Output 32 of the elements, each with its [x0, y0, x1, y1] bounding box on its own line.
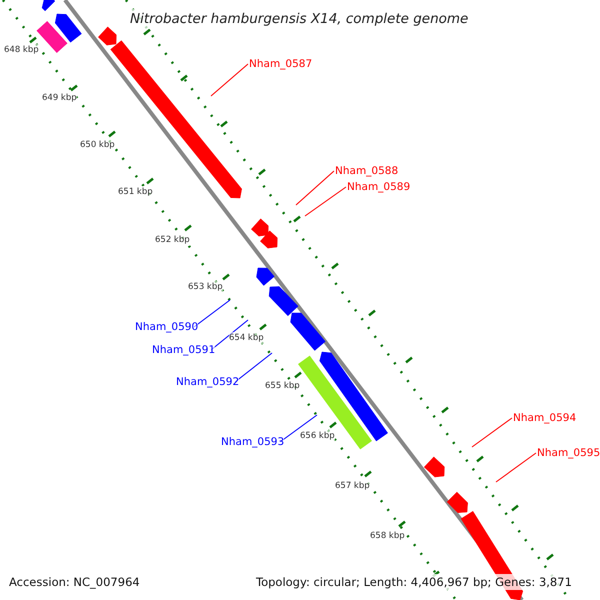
leader-line — [496, 452, 536, 482]
genome-info-text: Topology: circular; Length: 4,406,967 bp; Genes: 3,871 — [256, 574, 572, 590]
position-label: 656 kbp — [300, 430, 335, 442]
position-label: 652 kbp — [155, 234, 190, 246]
gene-label: Nham_0594 — [513, 410, 576, 426]
position-label: 650 kbp — [80, 139, 115, 151]
leader-line — [296, 170, 334, 206]
gene-label: Nham_0588 — [335, 163, 398, 179]
position-label: 649 kbp — [42, 92, 77, 104]
leader-line — [280, 414, 318, 442]
gene-label: Nham_0587 — [249, 56, 312, 72]
position-label: 653 kbp — [188, 281, 223, 293]
gene-label: Nham_0591 — [152, 342, 216, 358]
leader-line — [234, 352, 272, 382]
leader-line — [194, 300, 230, 328]
position-label: 655 kbp — [265, 380, 300, 392]
leader-line — [472, 418, 512, 448]
leader-line — [210, 320, 248, 350]
position-label: 657 kbp — [335, 480, 370, 492]
leader-line — [304, 186, 346, 216]
gene-label: Nham_0592 — [176, 374, 240, 390]
gene-label: Nham_0589 — [347, 179, 410, 195]
genome-info-text: Accession: NC_007964 — [9, 574, 140, 590]
position-label: 651 kbp — [118, 186, 153, 198]
position-label: 654 kbp — [229, 332, 264, 344]
leader-line — [210, 64, 248, 96]
title: Nitrobacter hamburgensis X14, complete genome — [130, 9, 468, 30]
gene-label: Nham_0593 — [221, 434, 284, 450]
gene-label: Nham_0590 — [135, 319, 198, 335]
position-label: 648 kbp — [4, 44, 39, 56]
gene-label: Nham_0595 — [537, 445, 600, 461]
position-label: 658 kbp — [370, 530, 405, 542]
